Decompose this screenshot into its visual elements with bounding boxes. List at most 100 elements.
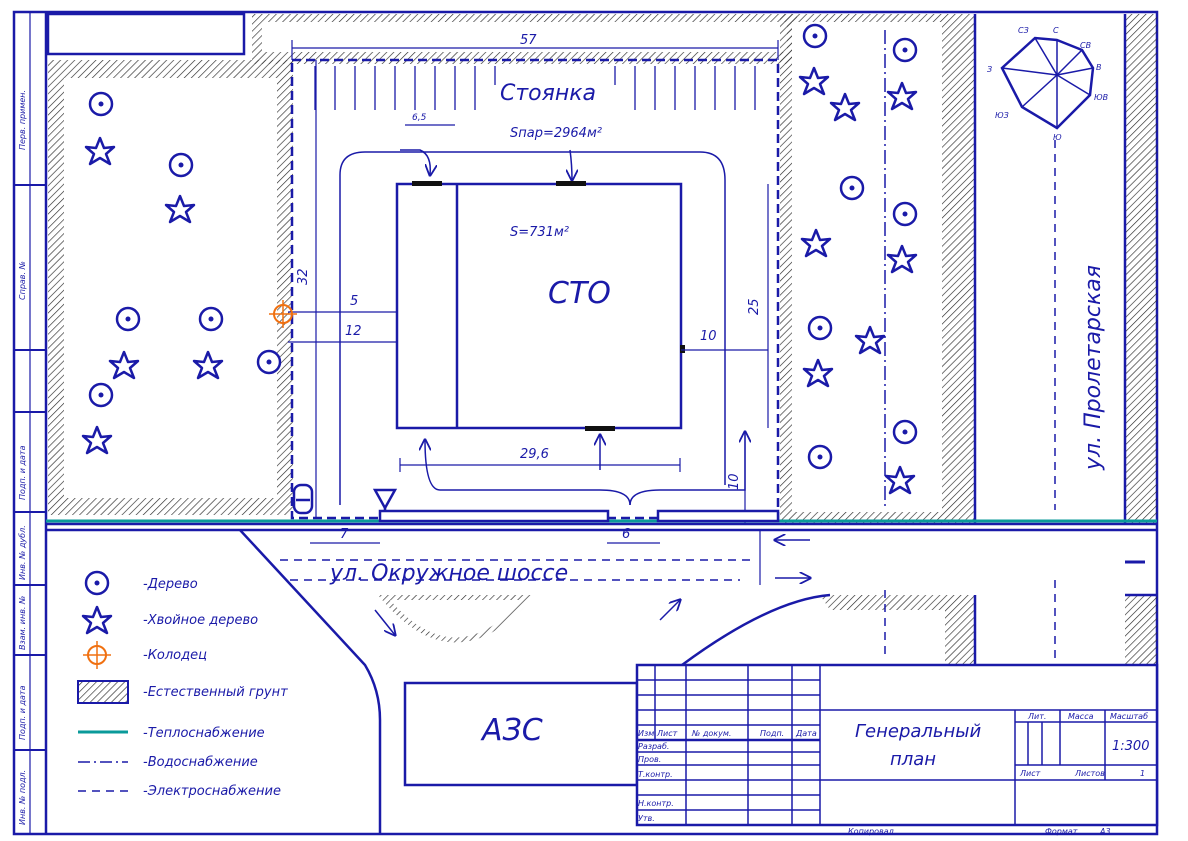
gate <box>680 345 685 353</box>
legend: -Дерево -Хвойное дерево -Колодец -Естест… <box>77 570 288 799</box>
dim-7: 7 <box>340 527 349 542</box>
legend-label: -Дерево <box>143 577 198 592</box>
side-stamp-label: Подп. и дата <box>18 445 27 500</box>
tb-massa: Масса <box>1068 712 1094 721</box>
compass-rose: С СВ В ЮВ Ю ЮЗ З СЗ <box>987 26 1108 142</box>
dim-10: 10 <box>700 329 717 344</box>
deciduous-tree-icon <box>84 570 110 596</box>
parking-label: Стоянка <box>500 81 596 106</box>
tb-row-utv: Утв. <box>638 814 655 823</box>
tb-title-line1: Генеральный <box>855 721 981 742</box>
dim-6: 6 <box>622 527 630 542</box>
deciduous-tree-icon <box>839 175 865 201</box>
deciduous-tree-icon <box>256 349 282 375</box>
side-stamp-label: Взам. инв. № <box>18 596 27 650</box>
compass-se: ЮВ <box>1094 93 1108 102</box>
compass-sw: ЮЗ <box>995 111 1009 120</box>
street-side-label: ул. Пролетарская <box>1081 265 1106 471</box>
deciduous-tree-icon <box>892 37 918 63</box>
dim-10-vert: 10 <box>727 473 742 490</box>
soil-hatch-icon <box>77 680 129 704</box>
deciduous-tree-icon <box>807 315 833 341</box>
compass-nw: СЗ <box>1018 26 1029 35</box>
street-main-label: ул. Окружное шоссе <box>329 561 568 586</box>
tb-title-line2: план <box>890 749 936 770</box>
tb-scale: 1:300 <box>1112 739 1149 754</box>
title-block: Изм Лист № докум. Подп. Дата Разраб. Про… <box>635 663 1159 836</box>
dimension-lines <box>288 40 779 585</box>
road-boundaries <box>46 14 1157 834</box>
legend-label: -Колодец <box>143 648 207 663</box>
tb-row-tkontr: Т.контр. <box>638 770 673 779</box>
tb-sheets: Листов <box>1074 769 1105 778</box>
deciduous-tree-icon <box>168 152 194 178</box>
tb-col-doc: № докум. <box>691 729 731 738</box>
compass-ne: СВ <box>1080 41 1091 50</box>
dim-6-5: 6,5 <box>412 113 427 123</box>
dim-left-height: 32 <box>296 268 311 285</box>
traffic-arrows <box>374 540 810 635</box>
tb-col-izm: Изм <box>638 729 654 738</box>
tb-format-value: А3 <box>1099 827 1111 836</box>
gas-station: АЗС <box>403 681 639 787</box>
tb-row-prov: Пров. <box>638 755 661 764</box>
gate <box>585 426 615 431</box>
compass-e: В <box>1096 63 1102 72</box>
dim-25: 25 <box>747 298 762 315</box>
manhole-icon <box>83 641 111 669</box>
deciduous-tree-icon <box>892 201 918 227</box>
tb-sheet: Лист <box>1019 769 1041 778</box>
deciduous-tree-icon <box>802 23 828 49</box>
conifer-tree-icon <box>81 605 113 635</box>
tb-col-sign: Подп. <box>760 729 784 738</box>
side-stamp: Перв. примен. Справ. № Подп. и дата Инв.… <box>18 90 27 825</box>
legend-label: -Естественный грунт <box>143 685 288 700</box>
side-stamp-label: Справ. № <box>18 261 27 300</box>
gas-station-label: АЗС <box>480 713 543 748</box>
adjacent-plot <box>46 12 246 56</box>
dimension-labels: 57 6,5 32 5 12 25 10 29,6 10 7 6 <box>296 33 762 542</box>
legend-label: -Хвойное дерево <box>143 613 258 628</box>
tb-row-razrab: Разраб. <box>638 742 669 751</box>
tb-col-list: Лист <box>656 729 678 738</box>
deciduous-tree-icon <box>88 382 114 408</box>
manhole-icon <box>269 300 297 328</box>
dim-top-length: 57 <box>520 33 537 48</box>
tb-lit: Лит. <box>1027 712 1046 721</box>
ground-hatching <box>48 14 1157 665</box>
driveway <box>339 149 745 506</box>
dim-12: 12 <box>345 324 362 339</box>
side-stamp-label: Перв. примен. <box>18 90 27 150</box>
tb-format: Формат <box>1045 827 1078 836</box>
gate <box>412 181 442 186</box>
side-stamp-label: Подп. и дата <box>18 685 27 740</box>
legend-label: -Теплоснабжение <box>143 726 265 741</box>
compass-s: Ю <box>1053 133 1062 142</box>
tb-copied: Копировал <box>848 827 894 836</box>
building-area: S=731м² <box>510 225 569 240</box>
compass-w: З <box>987 65 992 74</box>
tb-sheets-count: 1 <box>1140 769 1145 778</box>
deciduous-tree-icon <box>807 444 833 470</box>
deciduous-tree-icon <box>198 306 224 332</box>
legend-label: -Водоснабжение <box>143 755 258 770</box>
side-stamp-label: Инв. № дубл. <box>18 525 27 580</box>
building-label: СТО <box>548 276 611 311</box>
parking-area: Sпар=2964м² <box>510 126 602 141</box>
dim-5: 5 <box>350 294 358 309</box>
building-sto: S=731м² СТО <box>395 181 685 431</box>
dim-29-6: 29,6 <box>520 447 549 462</box>
tb-masshtab: Масштаб <box>1110 712 1148 721</box>
deciduous-tree-icon <box>892 419 918 445</box>
tb-row-nkontr: Н.контр. <box>638 799 674 808</box>
side-stamp-label: Инв. № подл. <box>18 770 27 825</box>
gate <box>556 181 586 186</box>
parking-lot: Стоянка Sпар=2964м² <box>290 58 780 520</box>
compass-n: С <box>1053 26 1059 35</box>
legend-label: -Электроснабжение <box>143 784 281 799</box>
deciduous-tree-icon <box>115 306 141 332</box>
entry-markers <box>292 483 780 523</box>
tb-col-date: Дата <box>795 729 817 738</box>
deciduous-tree-icon <box>88 91 114 117</box>
